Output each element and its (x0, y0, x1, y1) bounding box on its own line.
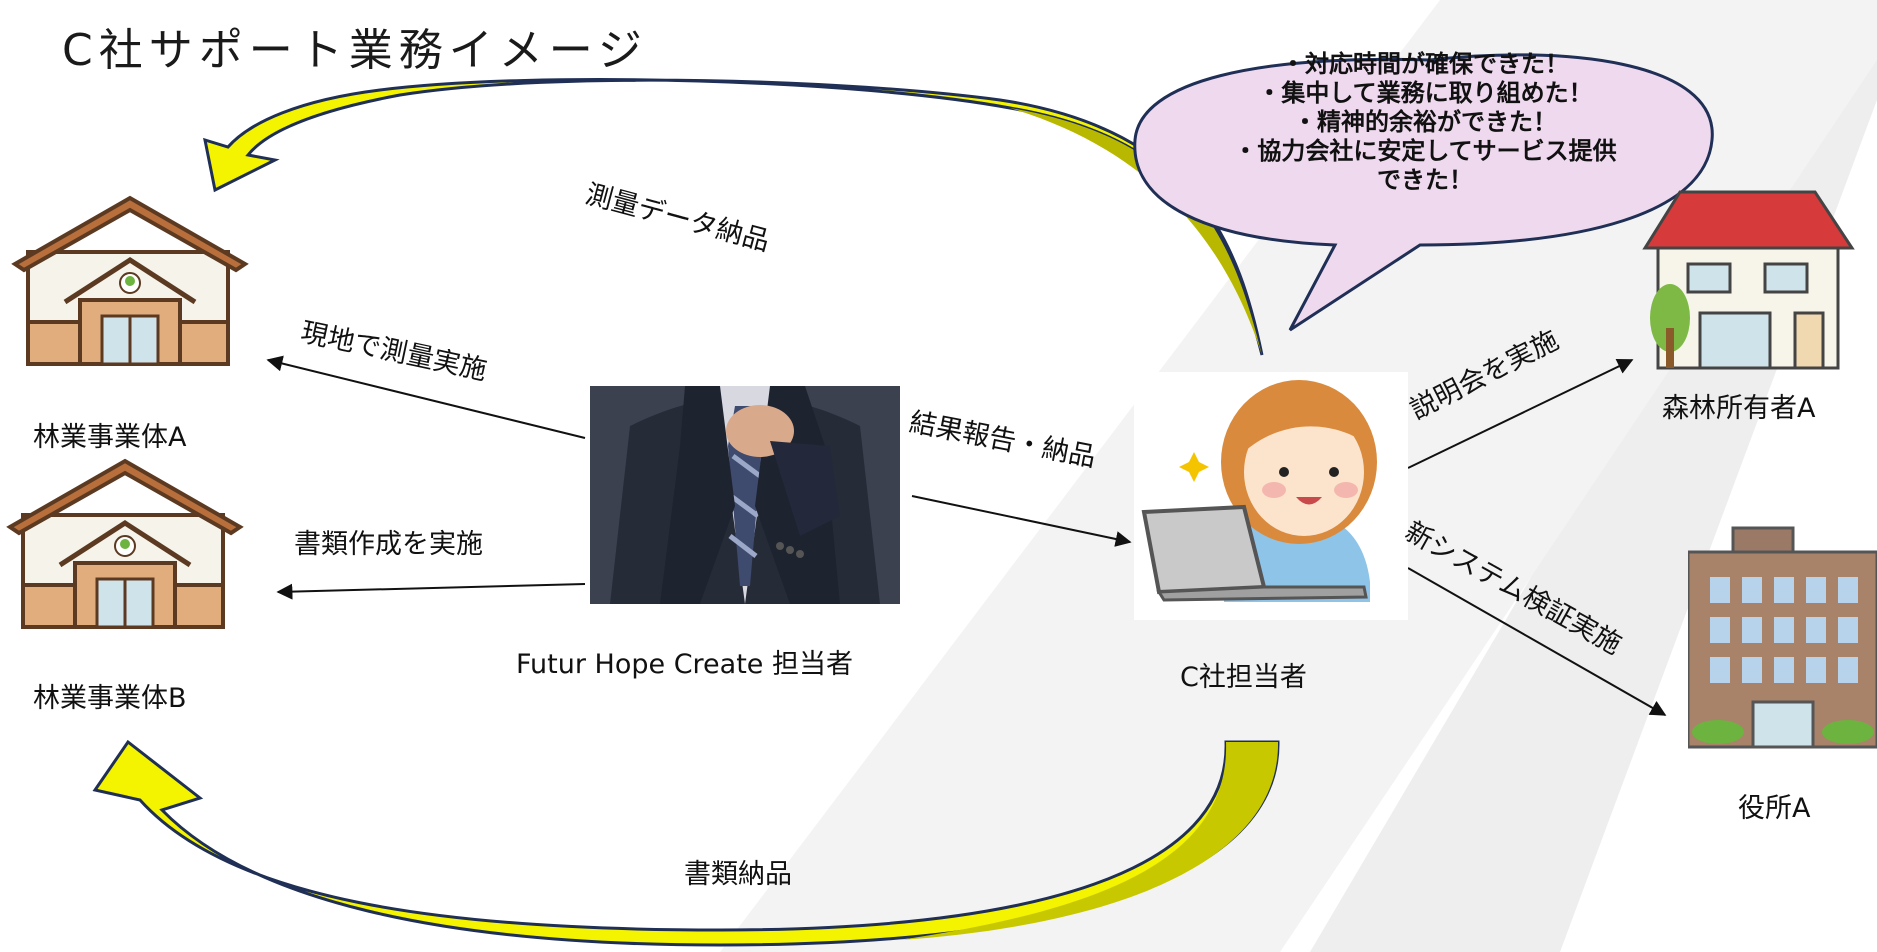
bubble-line: ・精神的余裕ができた！ (1293, 108, 1557, 136)
survey-delivery-flow-arrow (203, 78, 1264, 356)
forest-owner-label: 森林所有者A (1662, 393, 1816, 424)
entity-b-label: 林業事業体B (33, 683, 187, 714)
office-building-icon (1688, 526, 1877, 749)
bubble-line: ・対応時間が確保できた！ (1281, 50, 1569, 78)
page-title: C社サポート業務イメージ (62, 25, 648, 76)
system-verification-arrow (1407, 567, 1667, 716)
entity-a-label: 林業事業体A (33, 422, 187, 453)
bubble-line: できた！ (1377, 166, 1473, 194)
documents-prepared-label: 書類作成を実施 (294, 529, 483, 560)
document-delivery-flow-arrow (92, 739, 1280, 947)
bubble-line: ・集中して業務に取り組めた！ (1257, 79, 1593, 107)
document-delivery-label: 書類納品 (684, 859, 792, 890)
speech-bubble (1133, 53, 1714, 332)
house-icon (11, 195, 249, 366)
woman-with-laptop-illustration (1134, 372, 1408, 620)
businessman-photo (590, 386, 900, 604)
documents-prepared-arrow (276, 583, 586, 600)
house-icon (6, 458, 244, 629)
speech-bubble-text: ・対応時間が確保できた！ ・集中して業務に取り組めた！ ・精神的余裕ができた！ … (1190, 50, 1660, 195)
red-roof-house-icon (1642, 190, 1855, 370)
field-survey-arrow (266, 355, 586, 439)
result-report-arrow (911, 495, 1132, 547)
office-label: 役所A (1738, 793, 1811, 824)
bubble-line: ・協力会社に安定してサービス提供 (1233, 137, 1617, 165)
briefing-arrow (1407, 359, 1634, 469)
futur-staff-label: Futur Hope Create 担当者 (516, 649, 853, 680)
document-delivery-flow-shade (900, 742, 1279, 940)
c-staff-label: C社担当者 (1180, 662, 1307, 693)
